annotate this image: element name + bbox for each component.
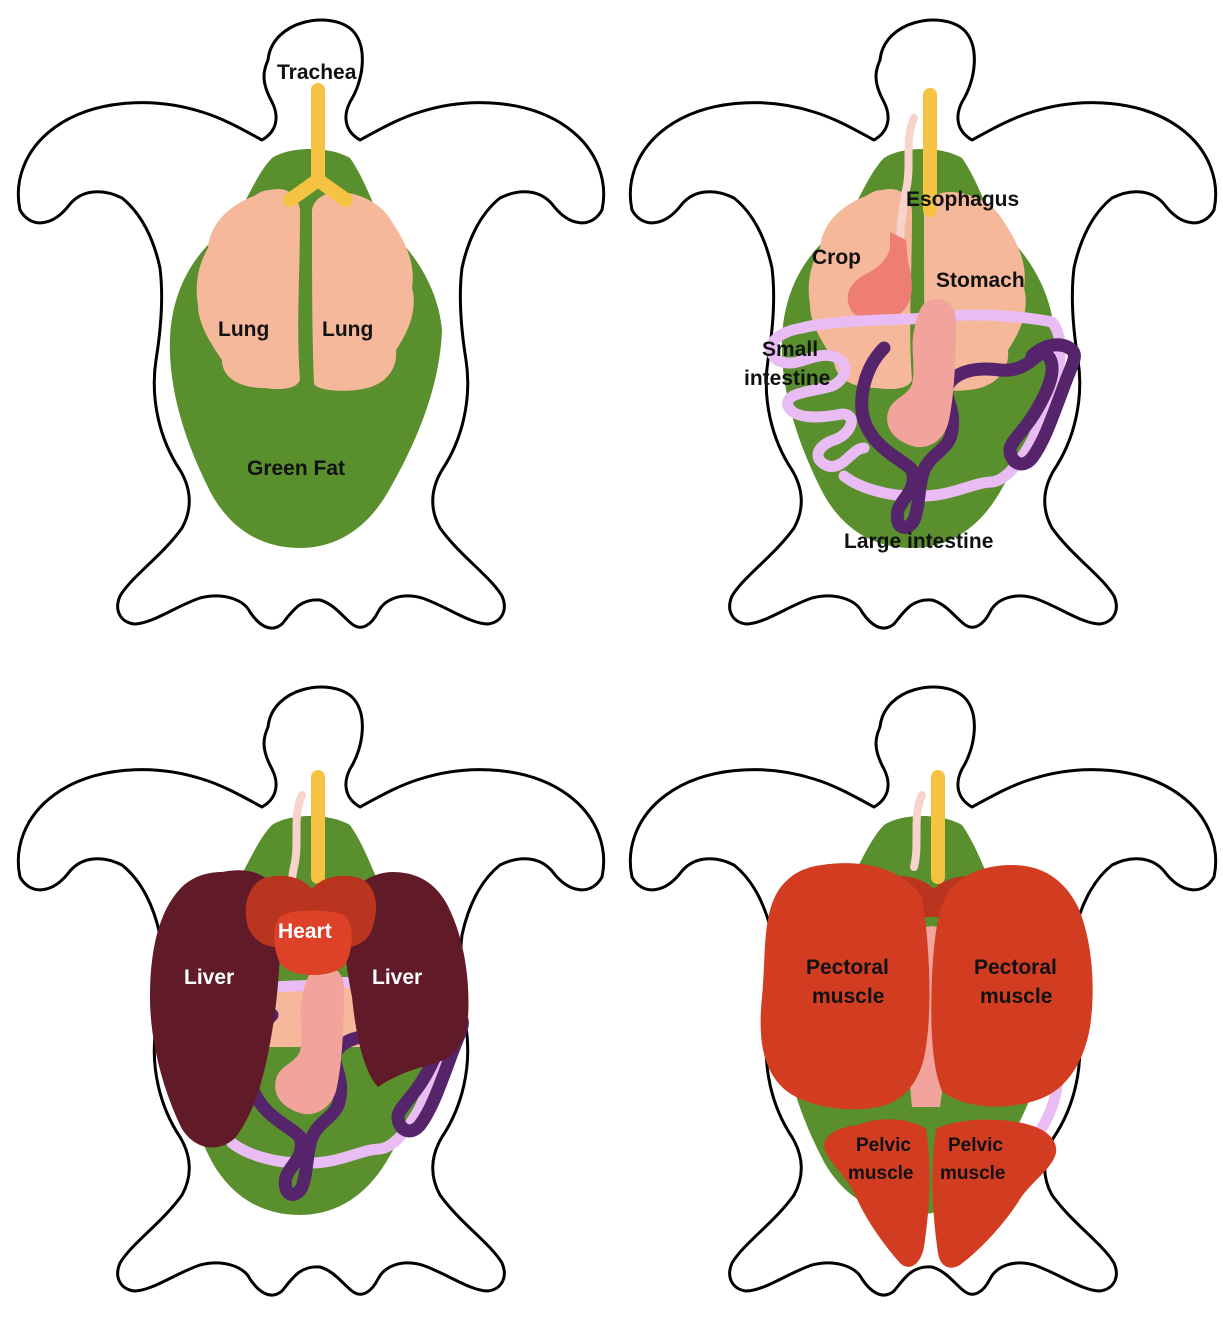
label-esophagus: Esophagus <box>906 188 1019 212</box>
label-pelvic-left-line2: muscle <box>848 1163 913 1185</box>
label-lung-left: Lung <box>218 318 269 342</box>
label-stomach: Stomach <box>936 269 1025 293</box>
label-small-intestine-line1: Small <box>762 338 818 362</box>
label-large-intestine: Large intestine <box>844 530 993 554</box>
label-trachea: Trachea <box>277 61 356 85</box>
label-heart: Heart <box>278 920 332 944</box>
panel-muscles: Pectoral muscle Pectoral muscle Pelvic m… <box>612 667 1223 1333</box>
panel-digestive: Esophagus Crop Stomach Small intestine L… <box>612 0 1223 666</box>
turtle-diagram <box>0 0 611 666</box>
turtle-diagram <box>0 667 611 1333</box>
label-pelvic-left-line1: Pelvic <box>856 1135 911 1157</box>
turtle-diagram <box>612 667 1223 1333</box>
label-lung-right: Lung <box>322 318 373 342</box>
label-crop: Crop <box>812 246 861 270</box>
label-small-intestine-line2: intestine <box>744 367 830 391</box>
label-pelvic-right-line1: Pelvic <box>948 1135 1003 1157</box>
label-pectoral-right-line2: muscle <box>980 985 1052 1009</box>
label-liver-left: Liver <box>184 966 234 990</box>
label-pectoral-right-line1: Pectoral <box>974 956 1057 980</box>
panel-heart-liver: Heart Liver Liver <box>0 667 611 1333</box>
label-green-fat: Green Fat <box>247 457 345 481</box>
label-pectoral-left-line2: muscle <box>812 985 884 1009</box>
label-pectoral-left-line1: Pectoral <box>806 956 889 980</box>
label-liver-right: Liver <box>372 966 422 990</box>
turtle-diagram <box>612 0 1223 666</box>
label-pelvic-right-line2: muscle <box>940 1163 1005 1185</box>
panel-trachea-lungs: Trachea Lung Lung Green Fat <box>0 0 611 666</box>
